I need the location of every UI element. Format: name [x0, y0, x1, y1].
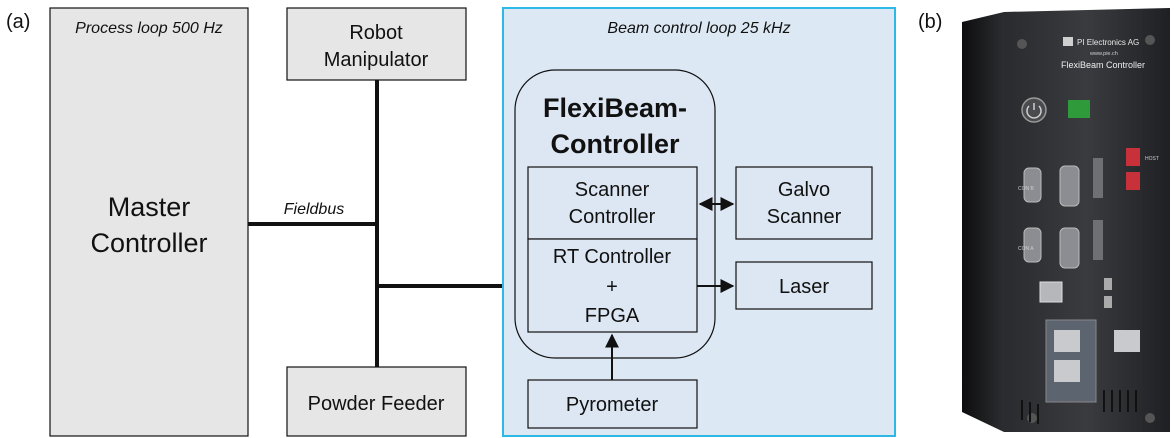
- galvo-line1: Galvo: [778, 179, 830, 201]
- dsub-port-con-b: [1023, 167, 1042, 203]
- galvo-scanner-box: [735, 166, 873, 240]
- pi-logo-icon: [1063, 37, 1073, 46]
- aio-terminal-icon: [1093, 158, 1103, 198]
- powder-feeder-box: [286, 366, 467, 437]
- ai-terminal-icon: [1093, 220, 1103, 260]
- robot-label-line1: Robot: [349, 22, 403, 44]
- power-terminal-icon: [1068, 100, 1090, 118]
- vent-slots-icon: [1021, 390, 1137, 424]
- device-brand: PI Electronics AG: [1077, 38, 1139, 47]
- power-symbol-icon: [1026, 103, 1042, 119]
- host-usb-port-1: [1126, 148, 1140, 166]
- flexibeam-title-line1: FlexiBeam-: [543, 93, 687, 123]
- device-side-panel: [962, 12, 1004, 432]
- beam-loop-caption: Beam control loop 25 kHz: [607, 20, 790, 37]
- flexibeam-device-photo: PI Electronics AG www.pie.ch FlexiBeam C…: [962, 8, 1170, 432]
- ethernet-port-icon: [1039, 281, 1063, 303]
- ethernet-port-icon: [1054, 330, 1080, 352]
- host-usb-port-2: [1126, 172, 1140, 190]
- rt-controller-line1: RT Controller: [553, 246, 672, 268]
- pyrometer-label: Pyrometer: [566, 394, 659, 416]
- laser-label: Laser: [779, 276, 829, 298]
- scanner-controller-line1: Scanner: [575, 179, 650, 201]
- rt-controller-box: [527, 238, 698, 333]
- rt-controller-line2: +: [606, 276, 618, 298]
- usb-port-icon: [1104, 296, 1112, 308]
- panel-a-label: (a): [6, 11, 30, 33]
- mount-hole-icon: [1017, 39, 1027, 49]
- fieldbus-label: Fieldbus: [284, 201, 344, 218]
- usb-port-icon: [1104, 278, 1112, 290]
- device-model: FlexiBeam Controller: [1061, 60, 1145, 70]
- panel-b-label: (b): [918, 11, 942, 33]
- mount-hole-icon: [1145, 413, 1155, 423]
- device-url: www.pie.ch: [1089, 51, 1118, 57]
- robot-label-line2: Manipulator: [324, 49, 429, 71]
- master-title-line1: Master: [108, 192, 191, 222]
- laser-box: [735, 261, 873, 310]
- rt-controller-line3: FPGA: [585, 305, 640, 327]
- dsub-port-scan-head-2: [1059, 227, 1080, 269]
- port-label-host: HOST: [1145, 156, 1159, 162]
- scanner-controller-box: [527, 166, 698, 240]
- master-controller-box: [49, 7, 249, 437]
- process-loop-caption: Process loop 500 Hz: [75, 20, 223, 37]
- ethernet-port-icon: [1054, 360, 1080, 382]
- ethernet-port-icon: [1114, 330, 1140, 352]
- port-label-con-b: CON B: [1018, 186, 1035, 192]
- master-title-line2: Controller: [90, 228, 207, 258]
- mount-hole-icon: [1027, 413, 1037, 423]
- robot-manipulator-box: [286, 7, 467, 81]
- powder-feeder-label: Powder Feeder: [308, 393, 445, 415]
- scanner-controller-line2: Controller: [569, 206, 656, 228]
- pyrometer-box: [527, 379, 698, 429]
- galvo-line2: Scanner: [767, 206, 842, 228]
- dsub-port-con-a: [1023, 227, 1042, 263]
- port-label-con-a: CON A: [1018, 246, 1034, 252]
- dsub-port-scan-head-1: [1059, 165, 1080, 207]
- mount-hole-icon: [1145, 35, 1155, 45]
- flexibeam-title-line2: Controller: [550, 129, 679, 159]
